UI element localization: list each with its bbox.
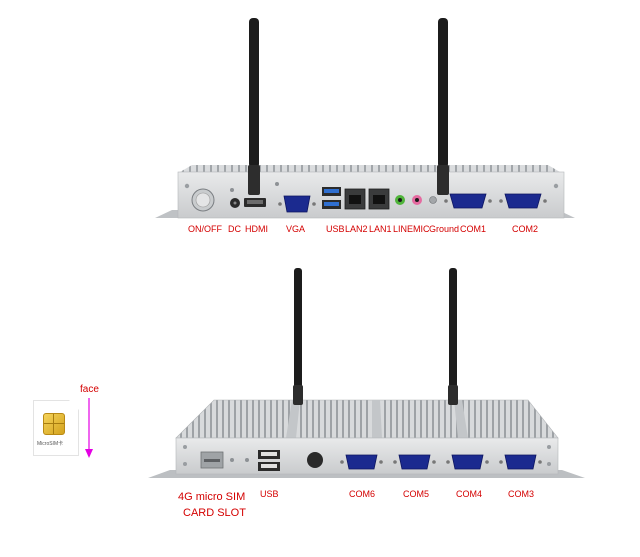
com3-port: [499, 454, 542, 470]
sim-card-text: MicroSIM卡: [37, 441, 64, 447]
label-com3: COM3: [508, 489, 535, 499]
face-label: face: [80, 384, 99, 395]
screw: [547, 462, 551, 466]
com5-port: [393, 454, 436, 470]
label-dc: DC: [228, 224, 241, 234]
com6-port: [340, 454, 383, 470]
screw: [230, 458, 234, 462]
screw: [444, 199, 448, 203]
bottom-device: [148, 268, 585, 478]
sim-slot-opening: [204, 459, 220, 462]
label-com4: COM4: [456, 489, 483, 499]
mic-jack-hole: [415, 198, 419, 202]
screw: [230, 188, 234, 192]
heatsink-rib: [454, 400, 468, 438]
heatsink-rib: [286, 400, 300, 438]
label-ground: Ground: [429, 224, 460, 234]
right-antenna: [438, 18, 448, 168]
screw: [183, 445, 187, 449]
com1-port: [449, 193, 487, 209]
dc-jack-pin: [233, 201, 237, 205]
usb-port-tongue: [324, 189, 339, 193]
com2-port: [504, 193, 542, 209]
vga-port: [283, 195, 311, 213]
screw: [499, 199, 503, 203]
line-out-jack-hole: [398, 198, 402, 202]
label-on-off: ON/OFF: [188, 224, 222, 234]
bottom-heatsink-fins: [175, 399, 559, 439]
label-line: LINE: [393, 224, 414, 234]
top-heatsink-fins: [180, 165, 560, 172]
label-com2: COM2: [512, 224, 539, 234]
label-usb-top: USB: [326, 224, 345, 234]
label-usb-bottom: USB: [260, 489, 279, 499]
com4-port: [446, 454, 489, 470]
screw: [553, 183, 559, 189]
micro-sim-card: MicroSIM卡: [33, 400, 79, 456]
usb-port-tongue: [261, 452, 277, 456]
screw: [543, 199, 547, 203]
label-lan2: LAN2: [345, 224, 368, 234]
round-connector: [307, 452, 323, 468]
label-vga: VGA: [286, 224, 306, 234]
left-antenna: [294, 268, 302, 388]
left-antenna-base: [293, 385, 303, 405]
screw: [183, 462, 187, 466]
screw: [312, 202, 316, 206]
label-mic: MIC: [413, 224, 430, 234]
lan1-port-hole: [373, 195, 385, 204]
sim-chip: [43, 413, 65, 435]
left-antenna-base: [248, 165, 260, 195]
ground-screw: [429, 196, 437, 204]
screw: [278, 202, 282, 206]
label-sim-line1: 4G micro SIM: [178, 491, 246, 503]
right-antenna-base: [437, 165, 449, 195]
screw: [184, 183, 190, 189]
right-antenna-base: [448, 385, 458, 405]
hdmi-port-inner: [247, 200, 263, 204]
label-hdmi: HDMI: [245, 224, 268, 234]
usb-port-tongue: [324, 202, 339, 206]
screw: [245, 458, 249, 462]
heatsink-rib: [372, 400, 382, 438]
lan2-port-hole: [349, 195, 361, 204]
right-antenna: [449, 268, 457, 388]
label-sim-line2: CARD SLOT: [183, 507, 246, 519]
usb-port-tongue: [261, 464, 277, 468]
label-com5: COM5: [403, 489, 430, 499]
face-arrow-head: [85, 449, 93, 458]
label-com6: COM6: [349, 489, 376, 499]
top-device: [155, 18, 575, 219]
power-button-cap: [195, 192, 211, 208]
screw: [547, 445, 551, 449]
screw: [488, 199, 492, 203]
label-com1: COM1: [460, 224, 487, 234]
left-antenna: [249, 18, 259, 168]
label-lan1: LAN1: [369, 224, 392, 234]
screw: [275, 182, 279, 186]
